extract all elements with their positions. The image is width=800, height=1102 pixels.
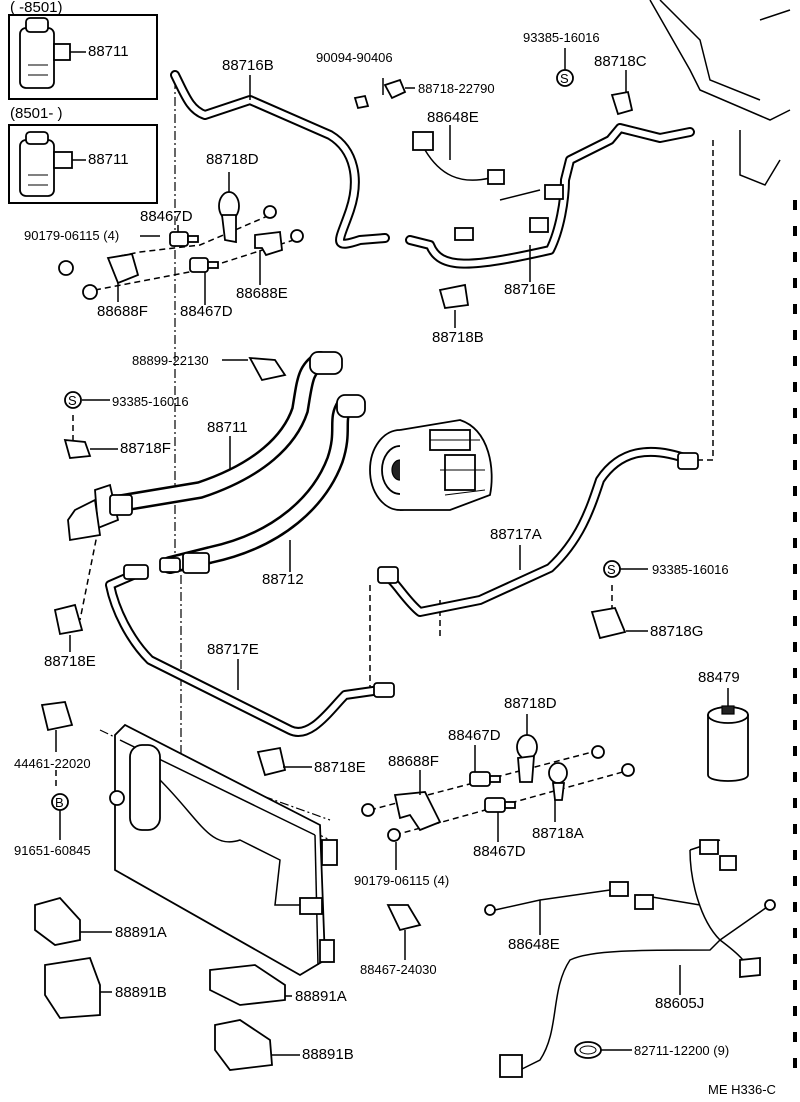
label-88717A: 88717A xyxy=(490,526,542,543)
label-88891A-a: 88891A xyxy=(115,924,167,941)
label-88688F-low: 88688F xyxy=(388,753,439,770)
label-88718D-top: 88718D xyxy=(206,151,259,168)
mount-88891A-left xyxy=(34,896,81,946)
switch-group-low xyxy=(361,734,635,842)
label-88712: 88712 xyxy=(262,571,304,588)
inset-part-late: 88711 xyxy=(88,151,129,168)
bracket-88688E xyxy=(254,205,304,257)
label-82711-12200: 82711-12200 (9) xyxy=(634,1043,730,1058)
label-88467D-a: 88467D xyxy=(140,208,193,225)
symbol-s-right: S xyxy=(607,562,616,577)
receiver-88479 xyxy=(707,705,749,782)
label-88467D-d: 88467D xyxy=(473,843,526,860)
mount-88891A-right xyxy=(209,964,286,1006)
connector-88718G xyxy=(590,606,627,640)
connector-88718E-left xyxy=(53,603,84,636)
harness-88648E-top xyxy=(412,131,564,241)
symbol-b: B xyxy=(55,795,64,810)
hose-88711 xyxy=(67,351,343,542)
label-93385-left: 93385-16016 xyxy=(112,394,189,409)
clamp-90094 xyxy=(353,78,407,110)
label-88718-22790: 88718-22790 xyxy=(418,81,495,96)
clamp-82711 xyxy=(574,1041,602,1059)
leader-lines xyxy=(55,48,729,1056)
label-88648E-top: 88648E xyxy=(427,109,479,126)
connector-88718F xyxy=(63,438,92,459)
symbol-s-top: S xyxy=(560,71,569,86)
label-88648E-low: 88648E xyxy=(508,936,560,953)
label-88717E: 88717E xyxy=(207,641,259,658)
inset-part-88711-late xyxy=(19,131,86,197)
label-93385-top: 93385-16016 xyxy=(523,30,600,45)
label-88899-22130: 88899-22130 xyxy=(132,353,209,368)
pipe-88716B xyxy=(170,70,390,249)
label-88605J: 88605J xyxy=(655,995,705,1012)
label-88891B-b: 88891B xyxy=(302,1046,354,1063)
bracket-88718D-top xyxy=(218,191,240,244)
symbol-s-left: S xyxy=(68,393,77,408)
pressure-switch-88467D-top xyxy=(169,231,219,273)
label-88718D-low: 88718D xyxy=(504,695,557,712)
label-88718E-mid: 88718E xyxy=(314,759,366,776)
connector-88718E-mid xyxy=(256,746,287,777)
label-88467D-b: 88467D xyxy=(180,303,233,320)
label-90094-90406: 90094-90406 xyxy=(316,50,393,65)
inset-range-late: (8501- ) xyxy=(10,105,63,122)
cap-44461 xyxy=(40,701,74,732)
label-88718A: 88718A xyxy=(532,825,584,842)
label-88718E-left: 88718E xyxy=(44,653,96,670)
label-88891B-a: 88891B xyxy=(115,984,167,1001)
symbol-circles xyxy=(51,69,621,811)
bracket-88688F-top xyxy=(58,252,140,300)
pipe-88716E xyxy=(405,123,695,269)
harness-88605J xyxy=(499,839,776,1078)
label-90179-top: 90179-06115 (4) xyxy=(24,228,120,243)
label-88716E: 88716E xyxy=(504,281,556,298)
pipe-88717A xyxy=(377,446,699,617)
label-88467D-c: 88467D xyxy=(448,727,501,744)
inset-box-early xyxy=(8,14,158,100)
inset-range-early: ( -8501) xyxy=(10,0,63,16)
clip-88899 xyxy=(248,356,287,382)
label-88688E: 88688E xyxy=(236,285,288,302)
label-44461-22020: 44461-22020 xyxy=(14,756,91,771)
label-88718B: 88718B xyxy=(432,329,484,346)
label-88718C: 88718C xyxy=(594,53,647,70)
clip-88467-24030 xyxy=(386,904,422,932)
label-88711: 88711 xyxy=(207,419,248,436)
label-88688F-top: 88688F xyxy=(97,303,148,320)
inset-box-late xyxy=(8,124,158,204)
label-91651-60845: 91651-60845 xyxy=(14,843,91,858)
hose-88712 xyxy=(159,394,366,574)
mount-88891B-right xyxy=(214,1019,273,1071)
label-90179-low: 90179-06115 (4) xyxy=(354,873,450,888)
label-88718F: 88718F xyxy=(120,440,171,457)
inset-part-88711-early xyxy=(19,17,86,89)
pipe-88717E xyxy=(105,564,395,737)
bolt-91651 xyxy=(109,790,125,806)
inset-part-early: 88711 xyxy=(88,43,129,60)
condenser xyxy=(114,723,338,977)
label-88479: 88479 xyxy=(698,669,740,686)
label-88716B: 88716B xyxy=(222,57,274,74)
body-panel-outline xyxy=(649,0,791,186)
clip-88718B xyxy=(438,283,470,309)
diagram-code: ME H336-C xyxy=(708,1082,776,1097)
label-88891A-b: 88891A xyxy=(295,988,347,1005)
harness-88648E-low xyxy=(484,881,629,916)
label-88467-24030: 88467-24030 xyxy=(360,962,437,977)
label-88718G: 88718G xyxy=(650,623,704,640)
connector-88718C xyxy=(610,90,634,116)
compressor xyxy=(369,419,493,511)
mount-88891B-left xyxy=(44,956,101,1019)
label-93385-right: 93385-16016 xyxy=(652,562,729,577)
